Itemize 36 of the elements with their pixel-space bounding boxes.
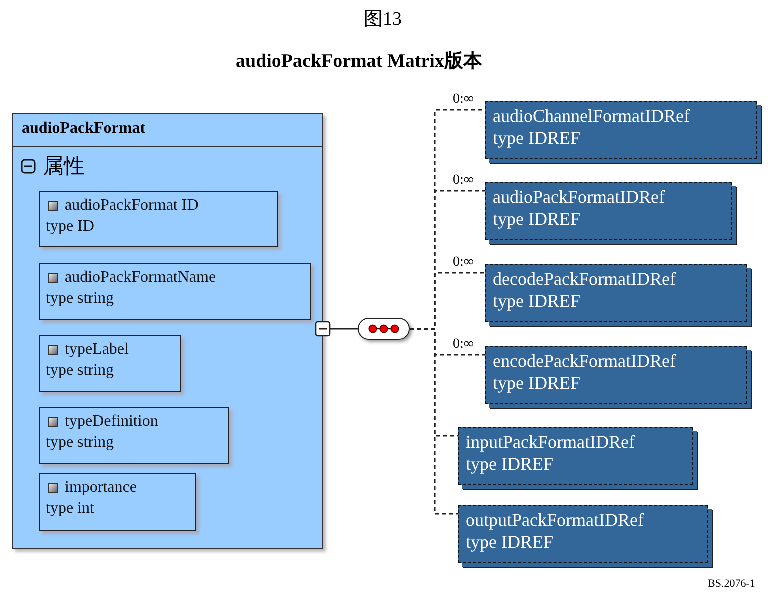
diagram-title: audioPackFormat Matrix版本 [236, 50, 482, 74]
attribute-type: type string [46, 433, 114, 453]
element-box [12, 113, 323, 549]
figure-number: 图13 [364, 8, 402, 32]
attribute-box [39, 407, 229, 464]
attribute-name: audioPackFormat ID [65, 196, 199, 216]
element-name: encodePackFormatIDRef [493, 350, 676, 372]
element-type: type IDREF [466, 531, 554, 553]
attribute-type: type string [46, 361, 114, 381]
reference-code: BS.2076-1 [708, 578, 756, 590]
dashed-connector [410, 328, 458, 515]
attribute-name: importance [65, 478, 137, 498]
element-name: audioChannelFormatIDRef [493, 105, 690, 127]
attribute-name: typeLabel [65, 340, 129, 360]
element-name: decodePackFormatIDRef [493, 268, 676, 290]
connector-line [315, 321, 358, 337]
attribute-type: type ID [46, 217, 94, 237]
element-name: audioPackFormatIDRef [493, 186, 665, 208]
attribute-name: typeDefinition [65, 412, 158, 432]
element-type: type IDREF [466, 453, 554, 475]
attribute-type: type string [46, 289, 114, 309]
element-name: audioPackFormat [22, 120, 146, 138]
attribute-type: type int [46, 499, 94, 519]
attribute-name: audioPackFormatName [65, 268, 216, 288]
element-name: outputPackFormatIDRef [466, 509, 644, 531]
attribute-box [39, 335, 181, 392]
sequence-compositor [358, 318, 410, 340]
attribute-box [39, 191, 278, 247]
attribute-box [39, 473, 196, 531]
attribute-box [39, 263, 311, 320]
element-name: inputPackFormatIDRef [466, 431, 635, 453]
element-type: type IDREF [493, 290, 580, 312]
section-heading: 属性 [43, 153, 85, 180]
element-type: type IDREF [493, 372, 580, 394]
element-type: type IDREF [493, 127, 580, 149]
element-type: type IDREF [493, 208, 580, 230]
